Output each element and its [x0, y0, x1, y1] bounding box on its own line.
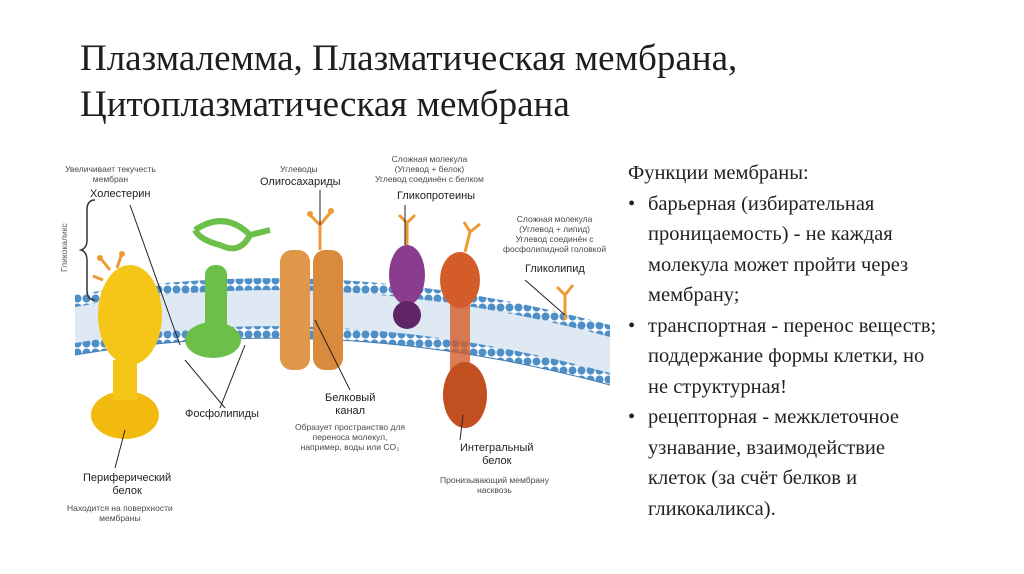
glycocalyx-bracket	[78, 199, 96, 301]
glycolipid-note-line-3: Углевод соединён с	[515, 234, 594, 244]
channel-note: Образует пространство для переноса молек…	[295, 422, 405, 452]
glycoprotein-note-line-3: Углевод соединён с белком	[375, 174, 484, 184]
label-phospholipids: Фосфолипиды	[185, 408, 259, 420]
channel-line-1: Белковый	[325, 392, 376, 404]
transport-line-3: не структурная!	[648, 375, 787, 398]
glycolipid-note-line-4: фосфолипидной головкой	[503, 244, 607, 254]
green-protein	[185, 218, 271, 358]
bullet: •	[628, 406, 636, 428]
barrier-line-4: мембрану;	[648, 284, 740, 306]
peripheral-line-1: Периферический	[83, 472, 172, 484]
cholesterol-note-line-1: Увеличивает текучесть	[65, 164, 156, 174]
function-item-receptor: • рецепторная - межклеточное узнавание, …	[628, 402, 1018, 524]
functions-list: • барьерная (избирательная проницаемость…	[628, 189, 1018, 525]
membrane-diagram: Увеличивает текучесть мембран Холестерин…	[55, 150, 615, 545]
channel-note-line-3: например, воды или CO₂	[300, 442, 400, 452]
peripheral-line-2: белок	[112, 485, 142, 497]
transport-line-1: транспортная - перенос веществ;	[648, 314, 937, 337]
integral-note-line-1: Пронизывающий мембрану	[440, 475, 549, 485]
label-protein-channel: Белковый канал	[325, 392, 375, 418]
function-item-transport: • транспортная - перенос веществ; поддер…	[628, 311, 1018, 403]
glycolipid-chain	[555, 284, 575, 320]
glycolipid-note-line-2: (Углевод + липид)	[519, 224, 590, 234]
glycoprotein	[389, 213, 425, 329]
label-peripheral-protein: Периферический белок	[83, 472, 171, 498]
receptor-line-2: узнавание, взаимодействие	[648, 436, 886, 459]
glycoprotein-note-line-2: (Углевод + белок)	[394, 164, 465, 174]
barrier-line-3: молекула может пройти через	[648, 253, 909, 276]
label-glycocalyx: Гликокаликс	[59, 223, 69, 272]
bullet: •	[628, 314, 636, 337]
glycolipid-note-line-1: Сложная молекула	[516, 214, 593, 224]
carbs-note: Углеводы	[280, 164, 318, 174]
glycoprotein-note: Сложная молекула (Углевод + белок) Углев…	[375, 154, 484, 184]
bullet: •	[628, 192, 636, 215]
integral-note-line-2: насквозь	[477, 485, 512, 495]
barrier-line-2: проницаемость) - не каждая	[648, 223, 893, 245]
protein-channel	[280, 208, 343, 370]
slide-title: Плазмалемма, Плазматическая мембрана, Ци…	[80, 36, 980, 128]
cholesterol-note-line-2: мембран	[92, 174, 129, 184]
integral-protein	[440, 221, 487, 428]
barrier-line-1: барьерная (избирательная	[648, 192, 875, 215]
function-item-barrier: • барьерная (избирательная проницаемость…	[628, 189, 1018, 311]
channel-note-line-1: Образует пространство для	[295, 422, 406, 432]
label-oligosaccharides: Олигосахариды	[260, 176, 341, 188]
receptor-line-3: клеток (за счёт белков и	[648, 467, 858, 489]
integral-line-2: белок	[482, 455, 512, 467]
channel-note-line-2: переноса молекул,	[312, 432, 388, 442]
peripheral-note: Находится на поверхности мембраны	[67, 503, 173, 523]
cholesterol-note: Увеличивает текучесть мембран	[65, 164, 156, 184]
integral-line-1: Интегральный	[460, 442, 534, 454]
peripheral-protein	[91, 251, 162, 439]
callout-lines	[114, 190, 566, 469]
title-line-2: Цитоплазматическая мембрана	[80, 84, 570, 125]
receptor-line-1: рецепторная - межклеточное	[648, 406, 899, 428]
peripheral-note-line-1: Находится на поверхности	[67, 503, 173, 513]
receptor-line-4: гликокаликса).	[648, 497, 776, 520]
peripheral-note-line-2: мембраны	[99, 513, 141, 523]
label-integral-protein: Интегральный белок	[460, 442, 534, 468]
glycolipid-note: Сложная молекула (Углевод + липид) Углев…	[503, 214, 606, 254]
glycoprotein-note-line-1: Сложная молекула	[391, 154, 468, 164]
label-glycolipid: Гликолипид	[525, 263, 585, 275]
label-cholesterol: Холестерин	[90, 188, 151, 200]
transport-line-2: поддержание формы клетки, но	[648, 345, 925, 367]
integral-note: Пронизывающий мембрану насквозь	[440, 475, 549, 495]
label-glycoproteins: Гликопротеины	[397, 190, 476, 202]
channel-line-2: канал	[335, 405, 366, 417]
title-line-1: Плазмалемма, Плазматическая мембрана,	[80, 38, 738, 79]
membrane-illustration	[74, 190, 611, 469]
membrane-functions: Функции мембраны: • барьерная (избирател…	[628, 158, 1018, 524]
functions-heading: Функции мембраны:	[628, 162, 809, 184]
